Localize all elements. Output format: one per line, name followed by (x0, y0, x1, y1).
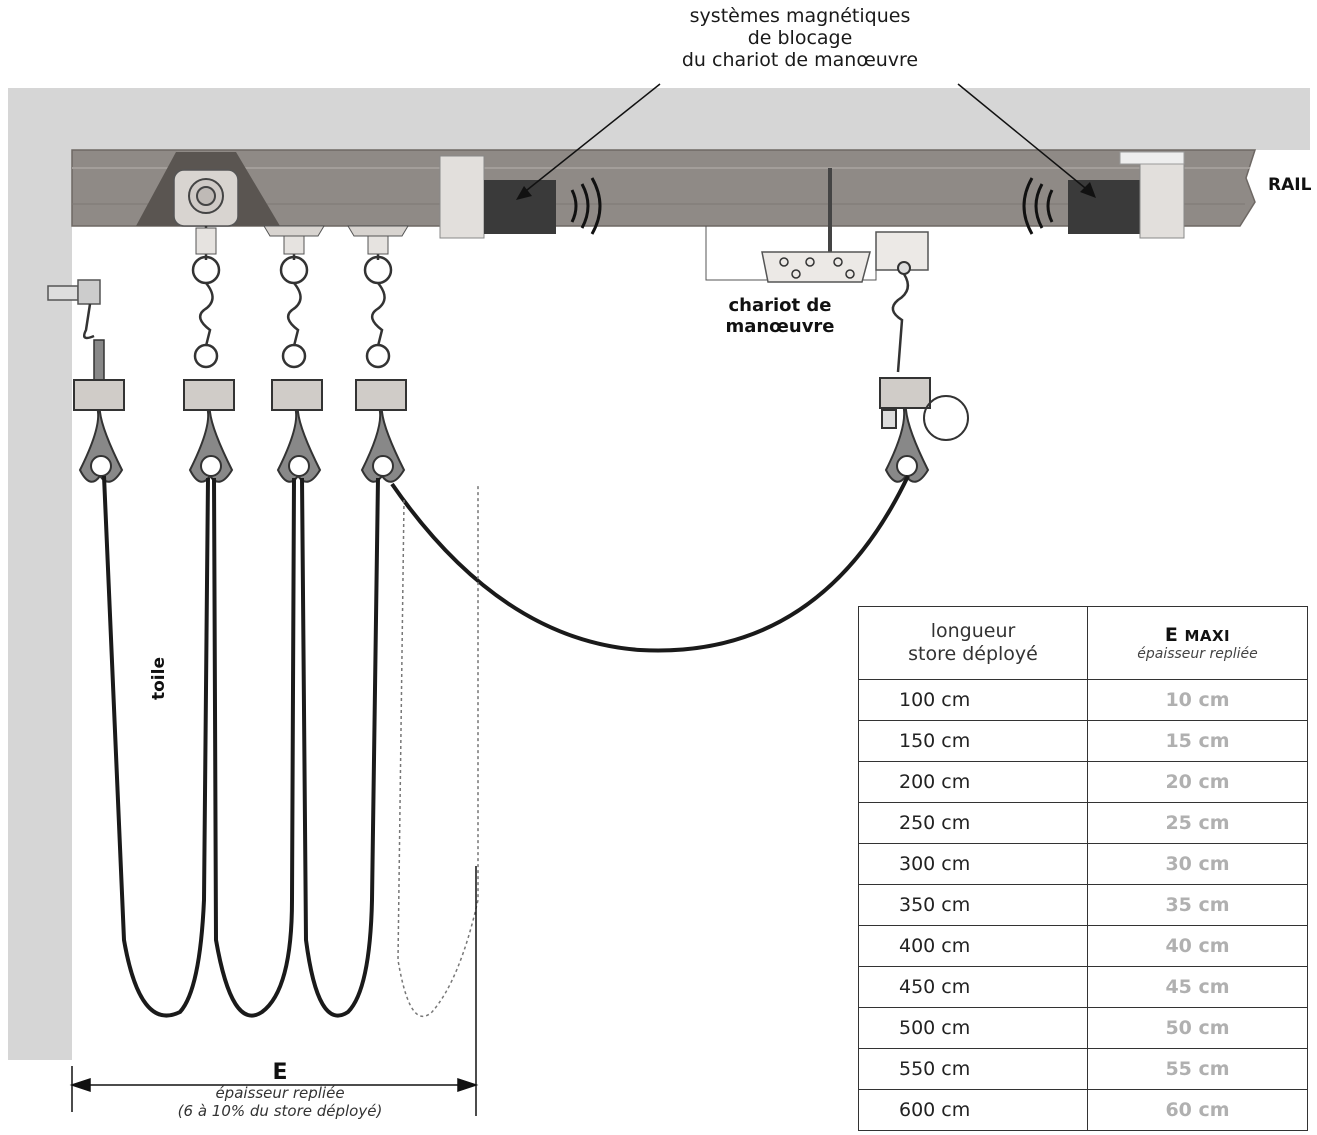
maneuver-carriage (705, 168, 929, 283)
emax-cell: 30 cm (1087, 843, 1308, 885)
magnetic-stop-left (439, 155, 602, 239)
header-e-max: E MAXI épaisseur repliée (1087, 606, 1308, 680)
header-e-letter: E (1164, 624, 1178, 646)
thickness-letter: E (272, 1060, 288, 1085)
thickness-table: longueur store déployé E MAXI épaisseur … (858, 606, 1308, 1131)
maneuver-carriage-line-1: chariot de (728, 295, 832, 316)
length-cell: 200 cm (858, 761, 1088, 803)
emax-cell: 40 cm (1087, 925, 1308, 967)
table-header-row: longueur store déployé E MAXI épaisseur … (858, 606, 1308, 680)
ceiling (8, 88, 1310, 150)
emax-cell: 10 cm (1087, 679, 1308, 721)
length-cell: 100 cm (858, 679, 1088, 721)
leader-arrow-left (516, 186, 532, 200)
length-cell: 250 cm (858, 802, 1088, 844)
header-length-line-2: store déployé (908, 643, 1038, 665)
emax-cell: 45 cm (1087, 966, 1308, 1008)
magnetic-stop-right (1022, 151, 1185, 239)
emax-cell: 35 cm (1087, 884, 1308, 926)
rail (71, 149, 1257, 227)
emax-cell: 15 cm (1087, 720, 1308, 762)
length-cell: 150 cm (858, 720, 1088, 762)
header-e-note: épaisseur repliée (1137, 646, 1258, 662)
magnetic-stops-line-3: du chariot de manœuvre (681, 48, 919, 71)
thickness-caption-2: (6 à 10% du store déployé) (177, 1101, 383, 1120)
length-cell: 600 cm (858, 1089, 1088, 1131)
leader-line-right (957, 83, 1091, 193)
header-length-line-1: longueur (930, 620, 1016, 643)
emax-cell: 25 cm (1087, 802, 1308, 844)
fabric-extended-dotted (397, 484, 479, 1018)
maneuver-carriage-label: chariot de manœuvre (700, 295, 860, 337)
emax-cell: 20 cm (1087, 761, 1308, 803)
leader-line-left (521, 83, 661, 195)
roller-carriage (136, 152, 280, 227)
emax-cell: 50 cm (1087, 1007, 1308, 1049)
length-cell: 300 cm (858, 843, 1088, 885)
emax-cell: 60 cm (1087, 1089, 1308, 1131)
magnetic-stops-line-2: de blocage (747, 26, 853, 49)
rail-label: RAIL (1268, 175, 1312, 195)
length-cell: 400 cm (858, 925, 1088, 967)
fabric-label: toile (149, 657, 169, 700)
length-cell: 550 cm (858, 1048, 1088, 1090)
magnetic-stops-label: systèmes magnétiques de blocage du chari… (640, 5, 960, 72)
header-length: longueur store déployé (858, 606, 1088, 680)
fabric-clamps (73, 377, 969, 483)
emax-cell: 55 cm (1087, 1048, 1308, 1090)
length-cell: 450 cm (858, 966, 1088, 1008)
dimension-e (69, 866, 479, 1116)
wall (8, 88, 72, 1060)
magnetic-stops-line-1: systèmes magnétiques (689, 5, 911, 27)
length-cell: 500 cm (858, 1007, 1088, 1049)
header-e-title: E MAXI (1089, 624, 1306, 646)
header-e-suffix: MAXI (1184, 627, 1231, 645)
thickness-dimension-label: E épaisseur repliée (6 à 10% du store dé… (130, 1060, 430, 1120)
maneuver-carriage-line-2: manœuvre (725, 315, 835, 337)
thickness-caption-1: épaisseur repliée (215, 1084, 345, 1103)
leader-arrow-right (1080, 182, 1096, 198)
folded-fabric (102, 475, 910, 1018)
length-cell: 350 cm (858, 884, 1088, 926)
hook-blocks (195, 225, 409, 255)
